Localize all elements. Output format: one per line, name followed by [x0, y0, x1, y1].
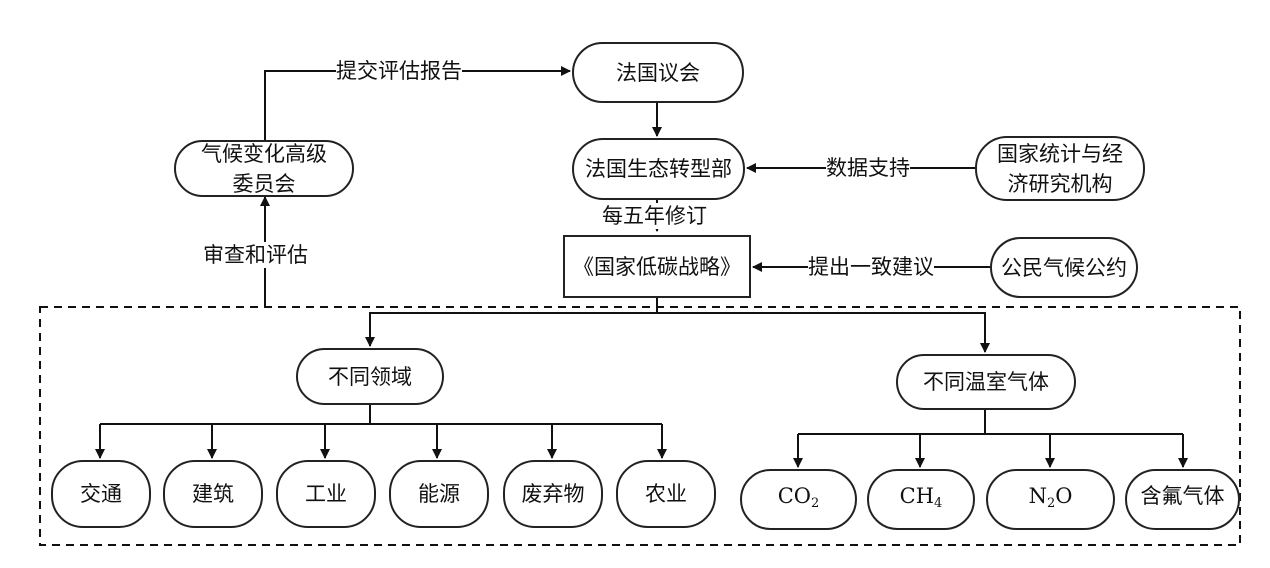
sector-label: 农业: [645, 482, 687, 506]
sector-item: 废弃物: [503, 460, 603, 528]
gas-item: N2O: [986, 469, 1115, 530]
sectors-node: 不同领域: [296, 348, 444, 405]
sector-item: 建筑: [163, 460, 263, 528]
scope-dashed-box: [39, 306, 1241, 546]
ghg-label: 不同温室气体: [923, 370, 1049, 394]
sector-label: 能源: [418, 482, 460, 506]
committee-node: 气候变化高级 委员会: [174, 140, 354, 197]
strategy-node: 《国家低碳战略》: [563, 235, 751, 298]
gas-label: CH4: [899, 483, 943, 511]
ministry-node: 法国生态转型部: [572, 138, 745, 200]
sector-item: 农业: [616, 460, 716, 528]
sector-label: 建筑: [192, 482, 234, 506]
citizens-node: 公民气候公约: [990, 237, 1138, 298]
sector-label: 废弃物: [521, 482, 585, 506]
edge-label-revise: 每五年修订: [602, 203, 707, 229]
sector-label: 交通: [80, 482, 122, 506]
gas-label: CO2: [777, 483, 820, 511]
edge-strategy-ghg: [657, 312, 990, 353]
insee-label: 国家统计与经 济研究机构: [997, 141, 1123, 196]
gas-item: 含氟气体: [1125, 469, 1240, 530]
sector-item: 交通: [51, 460, 151, 528]
sectors-label: 不同领域: [328, 364, 412, 389]
ghg-node: 不同温室气体: [896, 354, 1076, 410]
ministry-label: 法国生态转型部: [585, 157, 732, 181]
edge-label-data-support: 数据支持: [826, 155, 910, 181]
gas-label: 含氟气体: [1140, 483, 1225, 508]
strategy-label: 《国家低碳战略》: [573, 254, 741, 279]
citizens-label: 公民气候公约: [1001, 255, 1127, 280]
edge-label-review: 审查和评估: [203, 242, 308, 268]
gas-item: CH4: [867, 469, 975, 530]
gas-item: CO2: [740, 469, 857, 530]
parliament-node: 法国议会: [572, 42, 744, 103]
committee-label: 气候变化高级 委员会: [201, 141, 327, 196]
edge-strategy-branch: [365, 298, 658, 347]
edge-sectors-bus: [100, 405, 662, 425]
edge-label-propose: 提出一致建议: [808, 254, 934, 280]
sector-label: 工业: [305, 482, 347, 506]
edge-submit-report: [264, 66, 571, 140]
sector-item: 工业: [276, 460, 376, 528]
sector-item: 能源: [389, 460, 489, 528]
insee-node: 国家统计与经 济研究机构: [975, 136, 1145, 201]
gas-label: N2O: [1028, 483, 1073, 511]
edge-gases-bus: [798, 410, 1183, 435]
edge-label-submit-report: 提交评估报告: [336, 58, 462, 84]
parliament-label: 法国议会: [616, 60, 700, 85]
